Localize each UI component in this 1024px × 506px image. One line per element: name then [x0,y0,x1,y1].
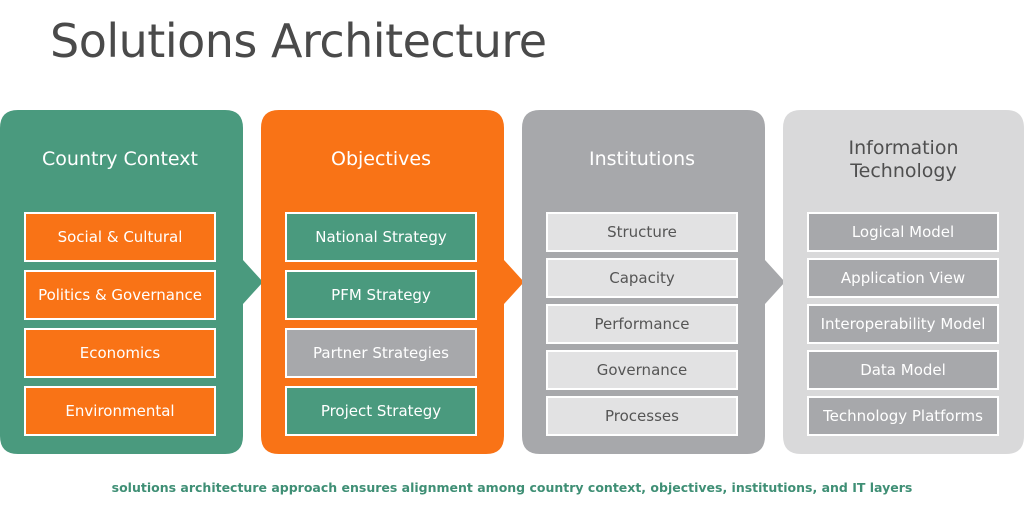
institution-item-performance: Performance [546,304,738,344]
column-header: Information Technology [783,137,1024,183]
column-header: Country Context [42,148,198,170]
institution-item-capacity: Capacity [546,258,738,298]
column-header-line2: Technology [850,160,957,182]
it-item-logical-model: Logical Model [807,212,999,252]
column-header: Objectives [331,148,431,170]
context-item-economics: Economics [24,328,216,378]
it-item-data-model: Data Model [807,350,999,390]
it-item-application-view: Application View [807,258,999,298]
column-institutions: Institutions Structure Capacity Performa… [522,110,785,454]
column-header: Institutions [588,148,696,170]
column-information-technology: Information Technology Logical Model App… [783,110,1024,454]
institution-item-governance: Governance [546,350,738,390]
context-item-politics-governance: Politics & Governance [24,270,216,320]
institution-item-structure: Structure [546,212,738,252]
column-objectives: Objectives National Strategy PFM Strateg… [261,110,524,454]
context-item-social-cultural: Social & Cultural [24,212,216,262]
page-title: Solutions Architecture [50,14,547,68]
objective-item-partner-strategies: Partner Strategies [285,328,477,378]
context-item-environmental: Environmental [24,386,216,436]
column-country-context: Country Context Social & Cultural Politi… [0,110,263,454]
objective-item-pfm-strategy: PFM Strategy [285,270,477,320]
caption: solutions architecture approach ensures … [111,480,913,495]
objective-item-project-strategy: Project Strategy [285,386,477,436]
objective-item-national-strategy: National Strategy [285,212,477,262]
it-item-interoperability-model: Interoperability Model [807,304,999,344]
it-item-technology-platforms: Technology Platforms [807,396,999,436]
institution-item-processes: Processes [546,396,738,436]
column-header-line1: Information [848,137,959,159]
